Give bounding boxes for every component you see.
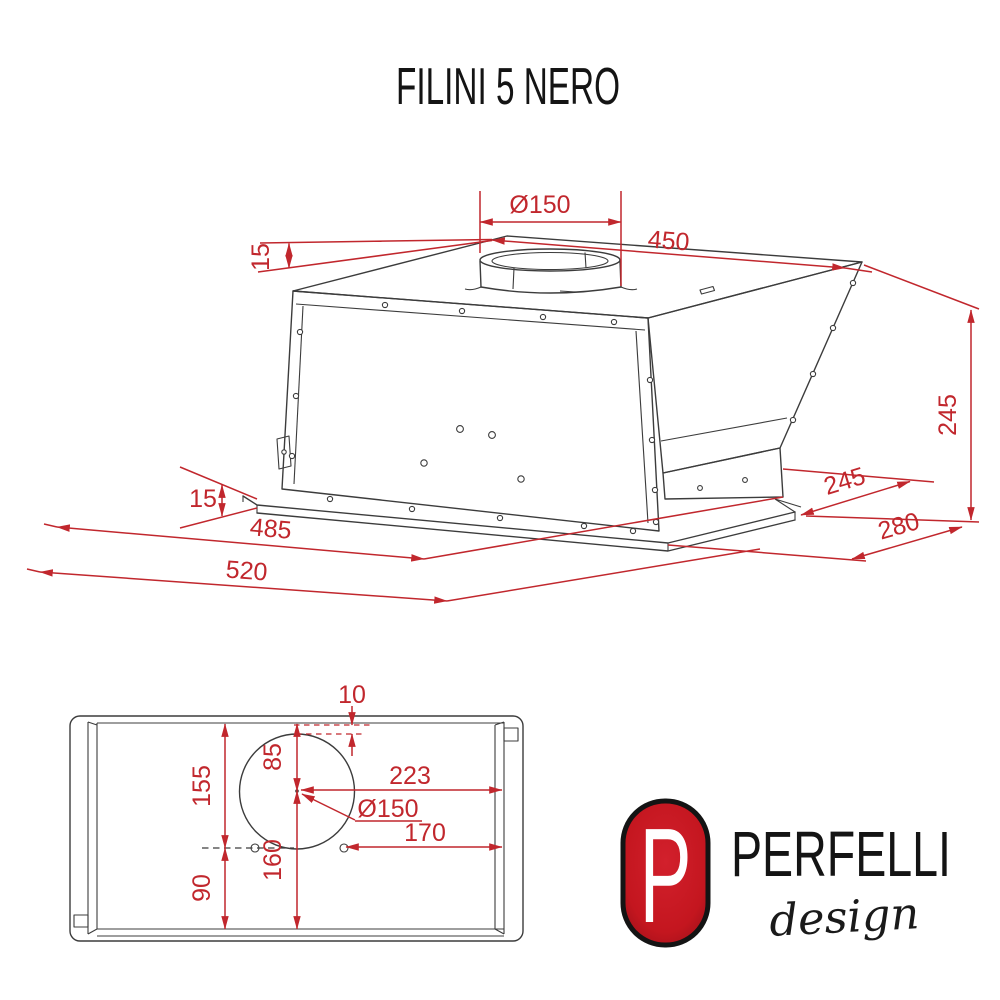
dimension-label-body-depth: 245 xyxy=(821,462,869,501)
dimension-label-top-lip: 15 xyxy=(247,243,275,271)
dimension-hole-to-side: 170 xyxy=(345,819,503,851)
dimension-height: 245 xyxy=(805,264,980,523)
hood-body xyxy=(276,235,863,532)
dimension-center-to-side: 223 xyxy=(300,762,503,794)
dimension-label-duct-diameter: Ø150 xyxy=(509,191,570,219)
dimension-back-section: 90 xyxy=(188,847,229,930)
perspective-view: Ø150 450 15 245 245 280 xyxy=(26,191,980,604)
dimension-label-back-section: 90 xyxy=(188,874,216,902)
front-face xyxy=(281,290,660,532)
dimension-label-front-section: 155 xyxy=(188,765,216,807)
dimension-label-flange-thickness: 15 xyxy=(189,485,217,513)
bottom-view: 10 155 90 85 160 223 170 Ø150 xyxy=(69,681,524,942)
exhaust-duct xyxy=(464,248,638,294)
logo-brand-name: PERFELLI xyxy=(731,818,951,890)
dimension-body-width: 485 xyxy=(43,496,784,562)
logo-tagline: design xyxy=(768,888,920,947)
dimension-flange-thickness: 15 xyxy=(179,466,258,529)
brand-logo: P PERFELLI design xyxy=(620,798,951,951)
dimension-center-from-back: 160 xyxy=(259,790,301,930)
dimension-label-body-width: 485 xyxy=(249,513,293,545)
dimension-label-center-from-back: 160 xyxy=(259,839,287,881)
dimension-label-overall-width: 520 xyxy=(225,556,269,587)
side-bracket xyxy=(276,435,292,470)
dimension-label-top-width: 450 xyxy=(647,225,691,256)
dimension-center-from-front: 85 xyxy=(259,723,301,792)
dimension-label-cutout-diameter: Ø150 xyxy=(357,795,418,823)
dimension-overall-width: 520 xyxy=(26,548,761,604)
dimension-label-height: 245 xyxy=(934,394,962,436)
dimension-label-hole-to-side: 170 xyxy=(404,819,446,847)
logo-shield xyxy=(620,798,711,948)
dimension-front-section: 155 xyxy=(188,723,229,849)
logo-monogram: P xyxy=(639,801,691,951)
dimension-label-center-to-side: 223 xyxy=(389,762,431,790)
dimension-cutout-offset: 10 xyxy=(294,681,374,756)
dimension-cutout-diameter: Ø150 xyxy=(301,793,422,823)
page-title: FILINI 5 NERO xyxy=(396,58,620,116)
rivets xyxy=(281,279,857,535)
dimension-label-cutout-offset: 10 xyxy=(338,681,366,709)
mounting-tab-right xyxy=(503,727,519,742)
dimension-body-depth: 245 xyxy=(782,462,935,516)
side-panel xyxy=(647,261,863,474)
dimension-top-width: 450 xyxy=(491,225,873,273)
dimension-overall-depth: 280 xyxy=(667,507,963,562)
dimension-top-lip: 15 xyxy=(247,238,493,273)
mounting-hole-right xyxy=(339,843,349,853)
mounting-tab-left xyxy=(73,914,89,928)
dimension-label-center-from-front: 85 xyxy=(259,743,287,771)
top-face xyxy=(292,235,863,319)
